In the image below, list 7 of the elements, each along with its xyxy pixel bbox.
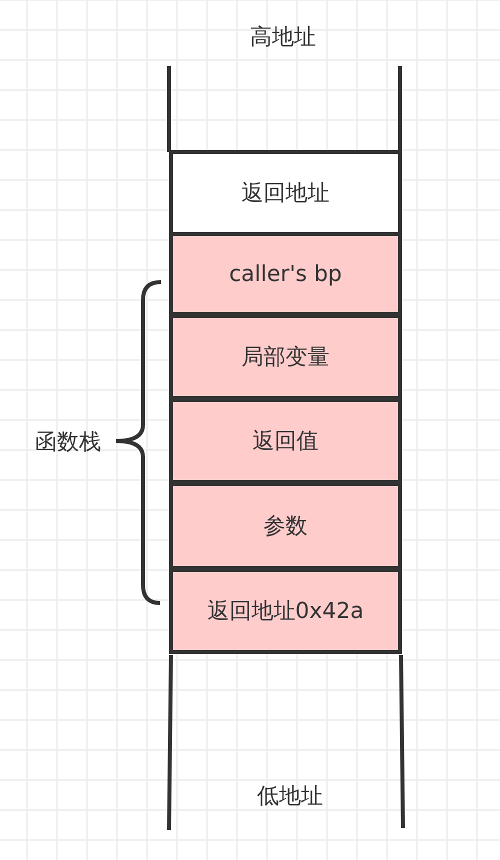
bracket-label: 函数栈 bbox=[35, 429, 101, 457]
stack-frame-cell: 返回地址0x42a bbox=[169, 568, 402, 654]
stack-frame-cell: 局部变量 bbox=[169, 314, 402, 400]
stack-frame-cell: 返回值 bbox=[169, 398, 402, 484]
stack-frame-cell: 参数 bbox=[169, 482, 402, 570]
address-label: 低地址 bbox=[257, 783, 323, 811]
address-label: 高地址 bbox=[250, 24, 316, 52]
